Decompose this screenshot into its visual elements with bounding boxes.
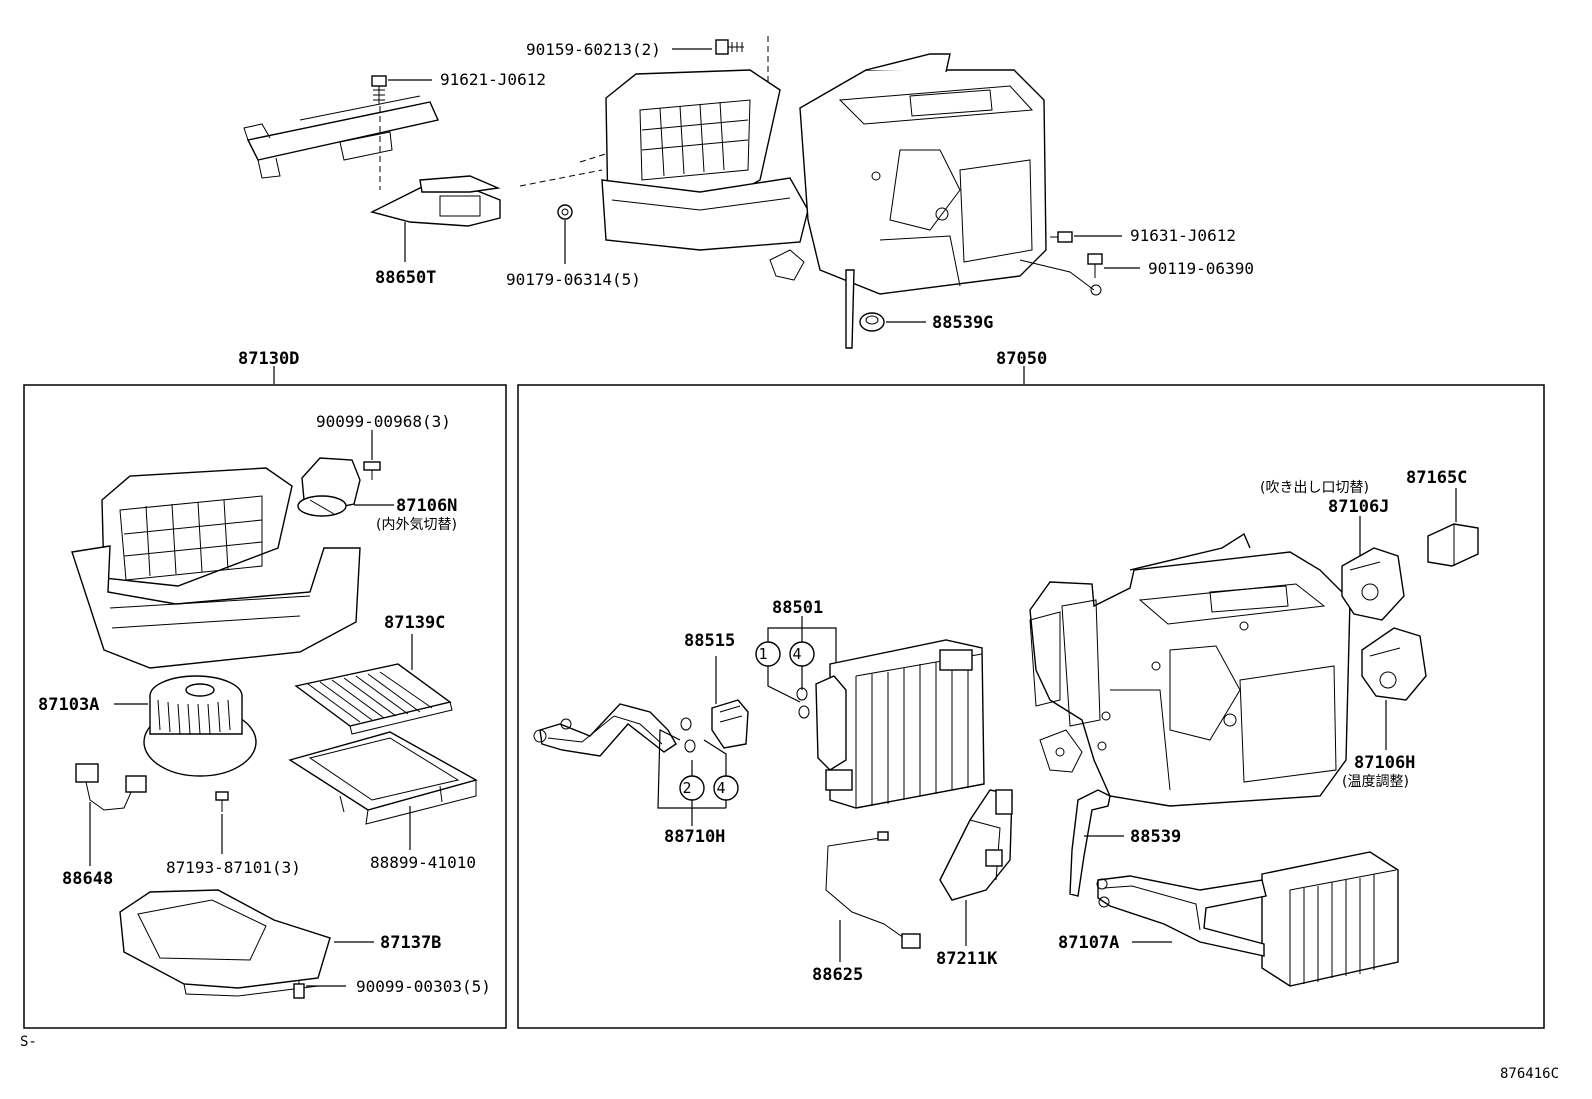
grommet-88539G — [859, 312, 885, 332]
label-88899-41010: 88899-41010 — [370, 853, 476, 872]
duct-87211K — [939, 789, 1013, 901]
bracket-88710H — [657, 729, 727, 809]
nut-90179 — [557, 204, 573, 220]
label-87211K: 87211K — [936, 949, 998, 969]
air-conditioning-unit-top — [769, 53, 1102, 296]
dash-top-left — [519, 169, 603, 187]
illustration-code: 876416C — [1500, 1066, 1559, 1082]
label-87193-87101: 87193-87101(3) — [166, 858, 301, 877]
label-90159-60213: 90159-60213(2) — [526, 40, 661, 59]
air-conditioning-unit — [1029, 532, 1351, 807]
servo-motor-87106H — [1361, 627, 1427, 701]
label-88539G: 88539G — [932, 313, 993, 333]
scroll-case-87137B — [119, 889, 331, 997]
connector-87165C — [1427, 523, 1479, 567]
dash-top-left-2 — [579, 151, 613, 163]
reinforcement-beam — [243, 95, 439, 179]
label-90179-06314: 90179-06314(5) — [506, 270, 641, 289]
label-90119-06390: 90119-06390 — [1148, 259, 1254, 278]
evaporator-88501 — [815, 639, 985, 809]
blower-unit — [71, 467, 361, 669]
bolt-90159 — [715, 39, 744, 55]
label-87165C: 87165C — [1406, 468, 1467, 488]
note-87106J: (吹き出し口切替) — [1260, 480, 1369, 496]
o-ring-d — [798, 705, 810, 719]
index-number-1: 1 — [758, 645, 767, 663]
bolt-90119 — [1087, 253, 1103, 278]
screw-87193 — [215, 791, 229, 812]
servo-motor-87106J — [1341, 547, 1405, 621]
index-number-2: 2 — [682, 779, 691, 797]
label-90099-00968: 90099-00968(3) — [316, 412, 451, 431]
bolt-91631 — [1050, 231, 1073, 243]
label-88539: 88539 — [1130, 827, 1181, 847]
heater-core-87107A — [1096, 851, 1399, 987]
label-87106N: 87106N — [396, 496, 457, 516]
filter-case-88899 — [288, 731, 478, 825]
label-87130D: 87130D — [238, 349, 299, 369]
drain-pipe-top — [845, 269, 855, 349]
index-number-4b: 4 — [716, 779, 725, 797]
label-88515: 88515 — [684, 631, 735, 651]
blower-housing-top — [601, 69, 809, 251]
screw-90099-00303 — [293, 980, 305, 999]
o-ring-b — [684, 739, 696, 753]
o-ring-a — [680, 717, 692, 731]
blower-motor-87103A — [143, 675, 257, 777]
servo-motor-87106N — [297, 457, 361, 517]
label-87137B: 87137B — [380, 933, 441, 953]
piping-88710H — [533, 703, 677, 757]
label-87103A: 87103A — [38, 695, 99, 715]
frame-87050 — [517, 384, 1545, 1029]
air-filter-87139C — [294, 663, 453, 735]
bolt-91621 — [371, 75, 387, 104]
expansion-valve-88515 — [711, 699, 749, 749]
thermistor-88625 — [825, 831, 921, 949]
wire-harness-88648 — [75, 763, 147, 811]
label-88710H: 88710H — [664, 827, 725, 847]
label-87106J: 87106J — [1328, 497, 1389, 517]
note-87106H: (温度調整) — [1342, 774, 1409, 790]
o-ring-c — [796, 687, 808, 701]
label-88501: 88501 — [772, 598, 823, 618]
label-90099-00303: 90099-00303(5) — [356, 977, 491, 996]
sensor-88650T — [370, 175, 501, 227]
corner-code-left: S- — [20, 1034, 37, 1050]
label-91621-J0612: 91621-J0612 — [440, 70, 546, 89]
label-91631-J0612: 91631-J0612 — [1130, 226, 1236, 245]
screw-90099-00968 — [363, 461, 381, 480]
label-87107A: 87107A — [1058, 933, 1119, 953]
label-87139C: 87139C — [384, 613, 445, 633]
drain-hose-88539 — [1069, 789, 1111, 897]
frame-87130D — [23, 384, 507, 1029]
label-87050: 87050 — [996, 349, 1047, 369]
label-88648: 88648 — [62, 869, 113, 889]
label-88625: 88625 — [812, 965, 863, 985]
index-number-4a: 4 — [792, 645, 801, 663]
label-87106H: 87106H — [1354, 753, 1415, 773]
note-87106N: (内外気切替) — [376, 517, 457, 533]
label-88650T: 88650T — [375, 268, 436, 288]
